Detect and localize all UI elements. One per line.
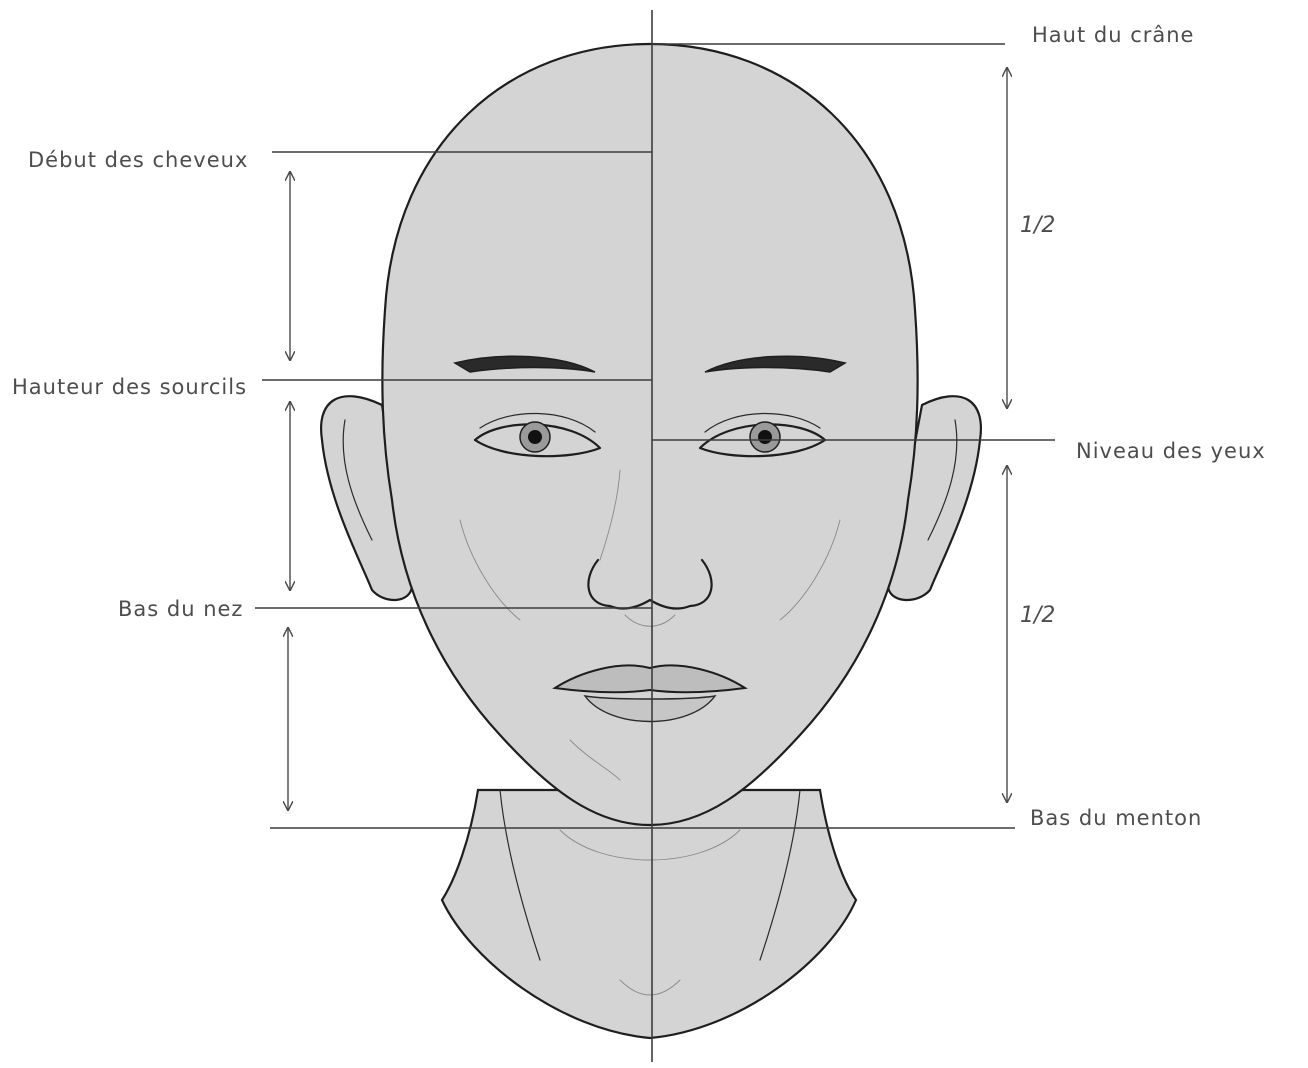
left-pupil: [528, 430, 542, 444]
label-top-of-skull: Haut du crâne: [1032, 23, 1194, 47]
label-eye-level: Niveau des yeux: [1076, 439, 1266, 463]
label-upper-half: 1/2: [1020, 213, 1055, 238]
right-pupil: [758, 430, 772, 444]
label-lower-half: 1/2: [1020, 603, 1055, 628]
label-brow-height: Hauteur des sourcils: [12, 375, 247, 399]
label-chin-bottom: Bas du menton: [1030, 806, 1202, 830]
label-hairline: Début des cheveux: [28, 148, 248, 172]
label-nose-bottom: Bas du nez: [118, 597, 243, 621]
